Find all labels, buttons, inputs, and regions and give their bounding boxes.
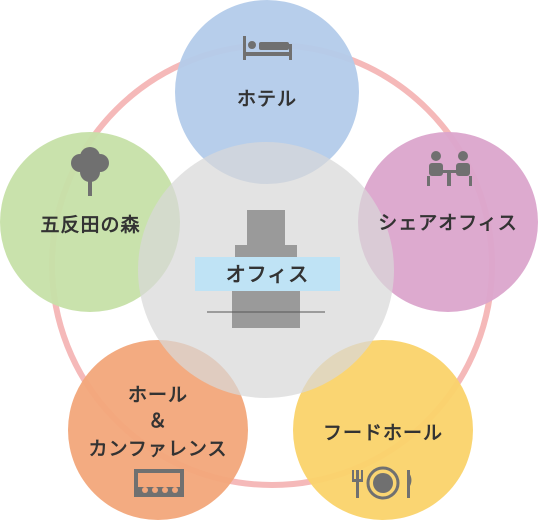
node-forest-label: 五反田の森	[40, 214, 141, 236]
node-share-office-circle	[358, 132, 538, 312]
node-hotel-label: ホテル	[236, 88, 297, 110]
bed-icon	[243, 36, 292, 60]
plate-cutlery-icon	[352, 466, 412, 500]
node-hall-circle	[68, 340, 248, 520]
node-hotel-circle	[175, 0, 359, 184]
node-hall-label-line2: ＆	[147, 410, 168, 432]
node-food-hall-label: フードホール	[322, 422, 443, 444]
meeting-table-icon	[427, 151, 472, 186]
node-share-office-label: シェアオフィス	[378, 212, 518, 234]
center-label: オフィス	[225, 262, 310, 286]
audience-screen-icon	[134, 469, 184, 497]
node-forest-circle	[0, 132, 180, 312]
node-hall-label-line1: ホール	[127, 384, 188, 406]
node-food-hall-circle	[293, 340, 473, 520]
center-label-bg	[195, 257, 340, 291]
node-hall-label-line3: カンファレンス	[88, 438, 228, 460]
tree-icon	[71, 147, 109, 196]
office-building-icon	[232, 210, 300, 328]
